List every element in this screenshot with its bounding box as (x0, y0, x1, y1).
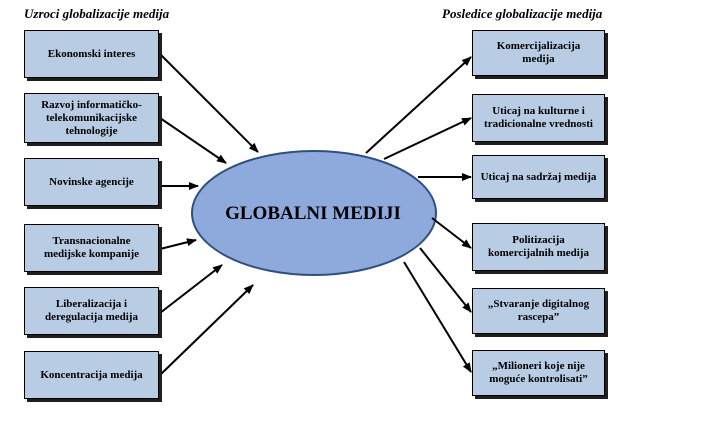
effect-box-politization: Politizacija komercijalnih medija (472, 223, 605, 271)
effect-box-cultural-impact: Uticaj na kulturne i tradicionalne vredn… (472, 94, 605, 142)
effects-heading: Posledice globalizacije medija (442, 6, 603, 21)
cause-box-economic-interest: Ekonomski interes (24, 30, 159, 78)
arrow-cause-4 (159, 238, 197, 250)
arrow-cause-1 (159, 53, 259, 153)
arrow-effect-1 (365, 56, 472, 154)
cause-box-media-concentration: Koncentracija medija (24, 351, 159, 399)
effect-box-uncontrollable-millionaires: „Milioneri koje nije moguće kontrolisati… (472, 350, 605, 396)
arrow-cause-6 (159, 284, 254, 376)
effect-box-digital-divide: „Stvaranje digitalnog rascepa” (472, 288, 605, 334)
cause-box-ict-development: Razvoj informatičko- telekomunikacijske … (24, 93, 159, 143)
effect-box-commercialization: Komercijalizacija medija (472, 30, 605, 76)
effect-box-content-impact: Uticaj na sadržaj medija (472, 155, 605, 199)
arrow-effect-6 (403, 261, 472, 373)
cause-box-liberalization: Liberalizacija i deregulacija medija (24, 287, 159, 335)
cause-box-news-agencies: Novinske agencije (24, 158, 159, 206)
arrow-effect-2 (383, 117, 472, 160)
center-ellipse (191, 150, 437, 276)
arrow-cause-2 (159, 117, 227, 164)
arrow-effect-5 (419, 247, 472, 313)
center-label: GLOBALNI MEDIJI (225, 203, 401, 224)
arrow-effect-4 (431, 217, 472, 249)
arrow-cause-5 (159, 264, 223, 314)
causes-heading: Uzroci globalizacije medija (24, 6, 170, 21)
cause-box-transnational-companies: Transnacionalne medijske kompanije (24, 224, 159, 272)
